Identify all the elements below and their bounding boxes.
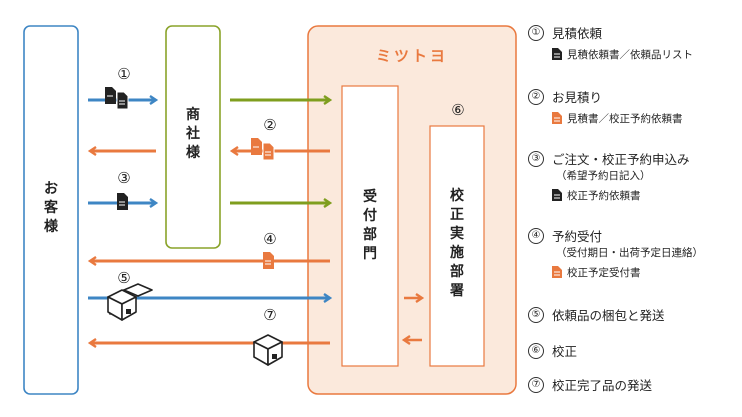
svg-text:実: 実 bbox=[450, 225, 464, 242]
svg-text:署: 署 bbox=[449, 283, 464, 299]
legend-title: 予約受付 bbox=[552, 229, 603, 244]
legend-item-2: ② お見積り bbox=[528, 87, 602, 106]
legend: ① 見積依頼 見積依頼書／依頼品リスト ② お見積り 見積書／校正予約依頼書 ③ ご注… bbox=[528, 0, 742, 417]
legend-title: お見積り bbox=[552, 90, 603, 105]
legend-note-4: （受付期日・出荷予定日連絡） bbox=[556, 247, 703, 259]
legend-title: ご注文・校正予約申込み bbox=[552, 152, 690, 167]
flow-number-7: ⑦ bbox=[263, 306, 276, 324]
legend-sub-4: 校正予定受付書 bbox=[552, 265, 641, 281]
document-icon bbox=[552, 47, 562, 63]
svg-text:付: 付 bbox=[363, 207, 377, 224]
uketsuke-label: 受 付 部 門 bbox=[363, 188, 377, 262]
shosha-label: 商 社 様 bbox=[185, 106, 201, 161]
flow-number-5: ⑤ bbox=[117, 269, 130, 287]
legend-item-5: ⑤ 依頼品の梱包と発送 bbox=[528, 305, 665, 324]
svg-text:部: 部 bbox=[363, 226, 377, 243]
legend-note-3: （希望予約日記入） bbox=[556, 170, 651, 182]
legend-item-4: ④ 予約受付 bbox=[528, 226, 602, 245]
document-icon-pair-1 bbox=[105, 87, 129, 110]
svg-text:門: 門 bbox=[363, 246, 377, 262]
legend-title: 校正完了品の発送 bbox=[552, 378, 653, 393]
svg-text:様: 様 bbox=[44, 218, 59, 235]
legend-number: ④ bbox=[528, 227, 544, 244]
box-icon-7 bbox=[253, 334, 283, 366]
document-icon-3 bbox=[117, 193, 128, 210]
legend-item-1: ① 見積依頼 bbox=[528, 23, 602, 42]
legend-sub-2: 見積書／校正予約依頼書 bbox=[552, 111, 683, 127]
flow-number-2: ② bbox=[263, 116, 276, 134]
legend-number: ③ bbox=[528, 150, 544, 167]
legend-sub-1: 見積依頼書／依頼品リスト bbox=[552, 47, 693, 63]
legend-sub-text: 見積書／校正予約依頼書 bbox=[567, 113, 683, 125]
box-icon-5 bbox=[107, 289, 137, 321]
svg-text:施: 施 bbox=[450, 244, 464, 261]
mitutoyo-title: ミツトヨ bbox=[376, 47, 448, 65]
legend-sub-text: 校正予定受付書 bbox=[567, 267, 641, 279]
legend-title: 依頼品の梱包と発送 bbox=[552, 308, 665, 323]
svg-text:商: 商 bbox=[186, 106, 200, 123]
document-icon bbox=[552, 111, 562, 127]
legend-item-6: ⑥ 校正 bbox=[528, 341, 577, 360]
document-icon-4 bbox=[263, 252, 274, 269]
svg-text:社: 社 bbox=[185, 125, 200, 142]
svg-text:受: 受 bbox=[363, 188, 377, 205]
legend-sub-text: 校正予約依頼書 bbox=[567, 190, 641, 202]
document-icon bbox=[552, 265, 562, 281]
svg-text:部: 部 bbox=[450, 263, 464, 280]
legend-item-7: ⑦ 校正完了品の発送 bbox=[528, 375, 652, 394]
document-icon bbox=[552, 188, 562, 204]
svg-text:校: 校 bbox=[450, 187, 465, 204]
legend-title: 校正 bbox=[552, 344, 578, 359]
legend-number: ⑦ bbox=[528, 376, 544, 393]
kosei-label: 校 正 実 施 部 署 bbox=[449, 187, 465, 299]
kosei-box bbox=[429, 125, 485, 367]
legend-sub-text: 見積依頼書／依頼品リスト bbox=[567, 49, 693, 61]
customer-label: お 客 様 bbox=[43, 181, 59, 235]
legend-number: ② bbox=[528, 88, 544, 105]
legend-title: 見積依頼 bbox=[552, 26, 603, 41]
svg-text:お: お bbox=[44, 181, 58, 197]
svg-text:様: 様 bbox=[186, 144, 201, 161]
svg-text:正: 正 bbox=[450, 207, 464, 223]
document-icon-pair-2 bbox=[251, 138, 275, 161]
legend-sub-3: 校正予約依頼書 bbox=[552, 188, 641, 204]
svg-text:客: 客 bbox=[43, 199, 59, 216]
legend-number: ⑤ bbox=[528, 306, 544, 323]
legend-number: ⑥ bbox=[528, 342, 544, 359]
uketsuke-box bbox=[341, 85, 399, 367]
shosha-box bbox=[165, 25, 221, 249]
customer-box bbox=[23, 25, 79, 395]
flow-number-3: ③ bbox=[117, 169, 130, 187]
flow-number-1: ① bbox=[117, 65, 130, 83]
legend-number: ① bbox=[528, 24, 544, 41]
flow-number-4: ④ bbox=[263, 230, 276, 248]
legend-item-3: ③ ご注文・校正予約申込み bbox=[528, 149, 690, 168]
flow-number-6: ⑥ bbox=[451, 101, 464, 119]
